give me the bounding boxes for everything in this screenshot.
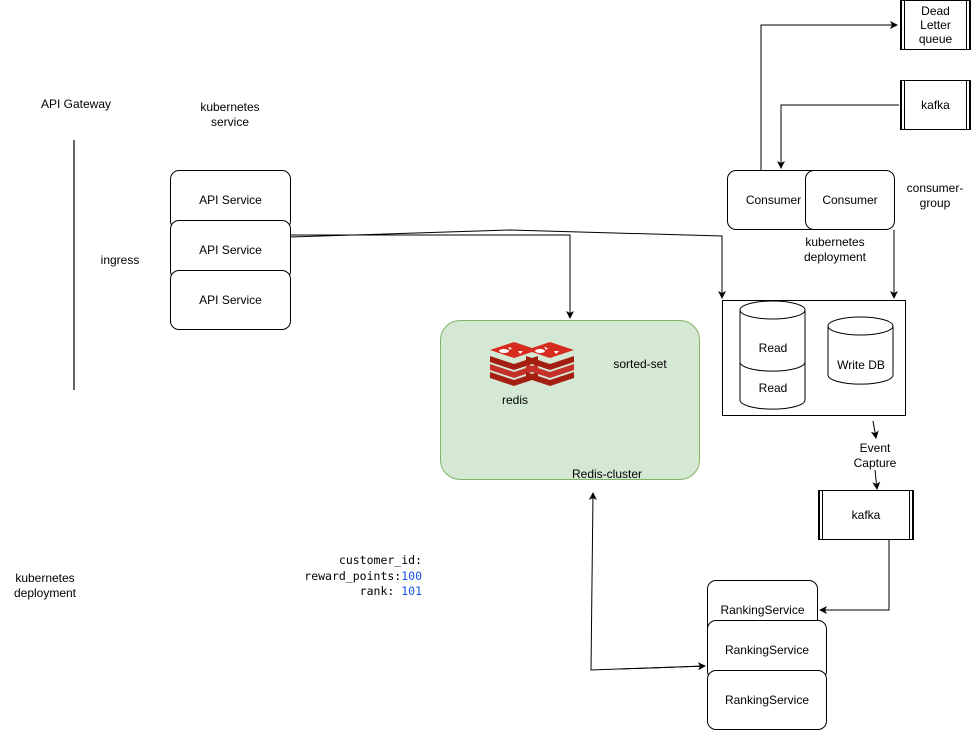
database-container[interactable]: [722, 300, 906, 416]
edge-ranking-redis: [588, 492, 706, 671]
read-db-cylinder-bottom: [739, 358, 806, 410]
api-gateway-label: API Gateway: [40, 97, 112, 111]
edge-api-to-redis: [290, 234, 574, 319]
redis-cluster-container[interactable]: [440, 320, 700, 480]
edge-kafka-to-consumer: [777, 104, 899, 169]
edge-kafka-to-ranking: [819, 540, 890, 614]
ranking-service-3[interactable]: RankingService: [707, 670, 827, 730]
read-db-label-2: Read: [758, 381, 788, 395]
redis-logo-icon: [490, 342, 574, 386]
consumer-group-label: consumer-group: [906, 181, 964, 210]
redis-cluster-label: Redis-cluster: [571, 467, 643, 481]
api-service-3[interactable]: API Service: [170, 270, 291, 330]
write-db-cylinder: [827, 316, 894, 385]
redis-label: redis: [501, 393, 528, 407]
read-db-label-1: Read: [758, 341, 788, 355]
read-db-cylinder-top: [739, 300, 806, 372]
write-db-label: Write DB: [837, 358, 885, 372]
kafka-queue-bottom[interactable]: kafka: [818, 490, 914, 540]
edge-api-to-db: [289, 229, 726, 299]
edge-db-to-event: [870, 420, 879, 439]
kafka-queue-top[interactable]: kafka: [900, 80, 971, 130]
ingress-label: ingress: [100, 253, 140, 267]
edge-event-to-kafka: [872, 469, 881, 490]
consumer-2[interactable]: Consumer: [805, 170, 895, 230]
sorted-set-label: sorted-set: [613, 357, 667, 371]
edge-consumer-to-dlq: [760, 21, 898, 170]
